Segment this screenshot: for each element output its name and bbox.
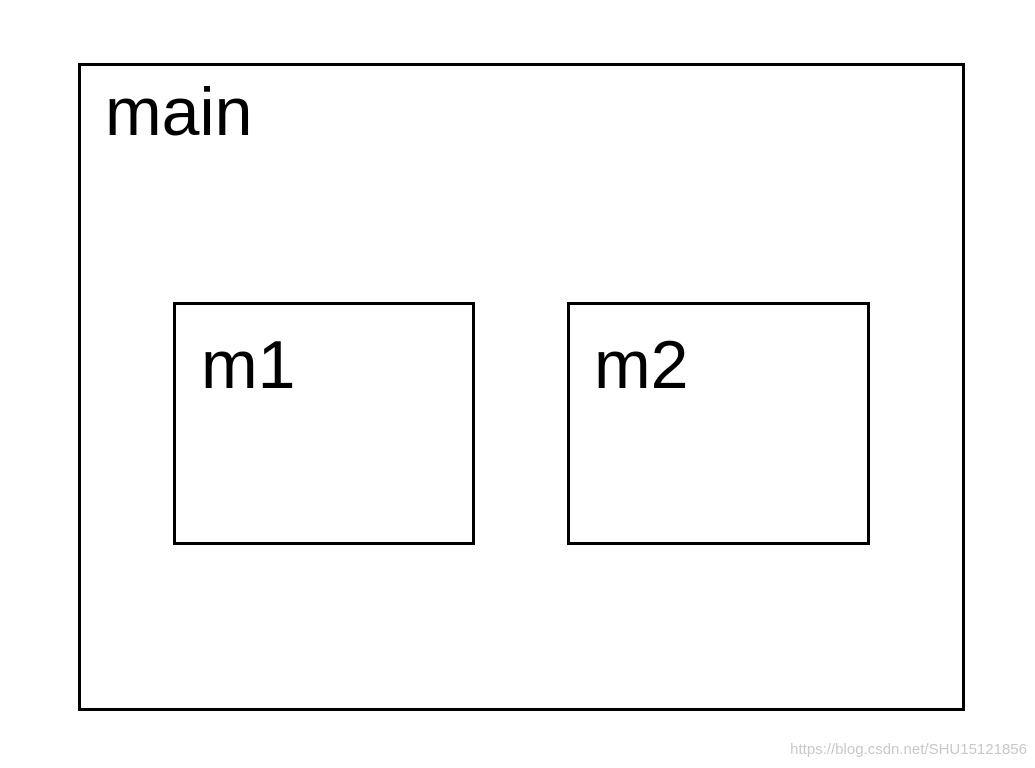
m2-box: m2 <box>567 302 870 545</box>
m1-box: m1 <box>173 302 475 545</box>
m2-box-label: m2 <box>594 327 689 403</box>
main-box-label: main <box>105 74 253 150</box>
m1-box-label: m1 <box>201 327 296 403</box>
watermark-text: https://blog.csdn.net/SHU15121856 <box>790 741 1027 758</box>
